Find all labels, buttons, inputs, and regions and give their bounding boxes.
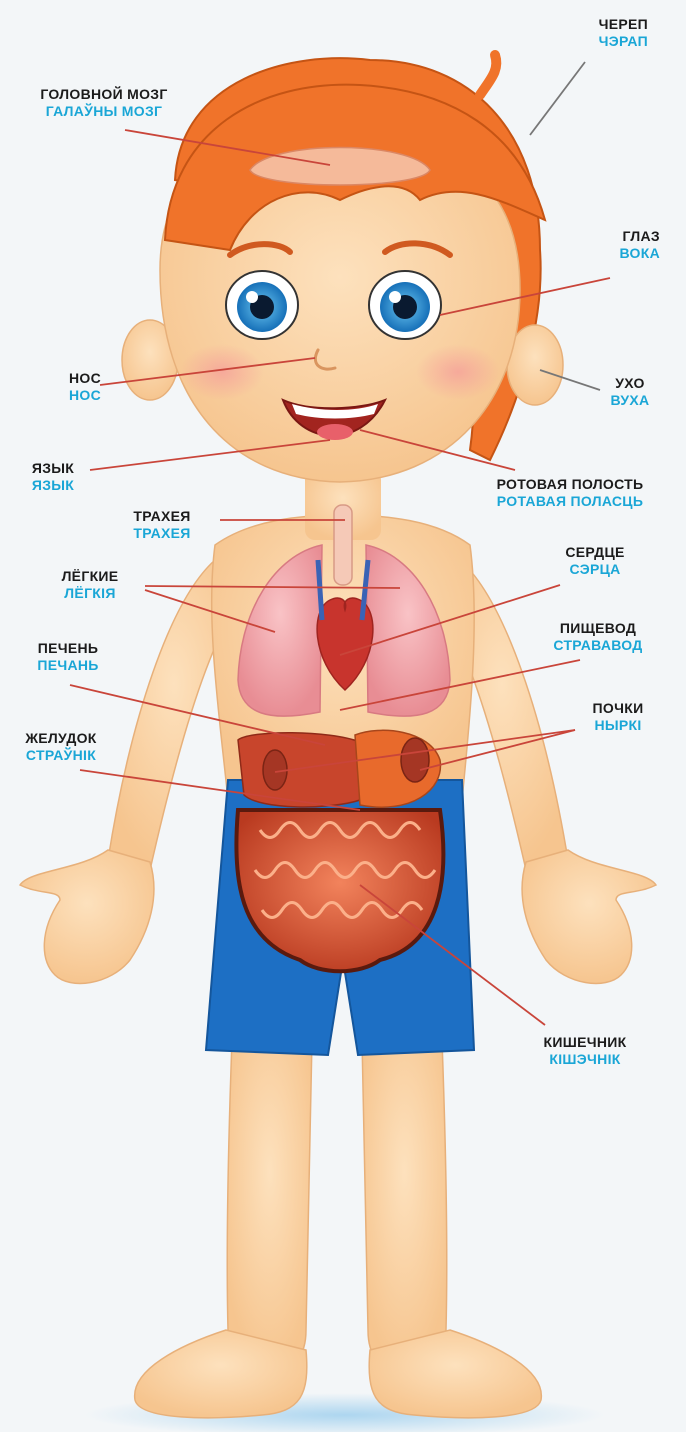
label-ear: УХО ВУХА [595, 375, 665, 409]
label-stomach: ЖЕЛУДОК СТРАЎНІК [6, 730, 116, 764]
label-nose: НОС НОС [55, 370, 115, 404]
label-esophagus: ПИЩЕВОД СТРАВАВОД [528, 620, 668, 654]
label-skull: ЧЕРЕП ЧЭРАП [548, 16, 648, 50]
label-nose-ru: НОС [55, 370, 115, 387]
label-kidneys-ru: ПОЧКИ [568, 700, 668, 717]
label-lungs: ЛЁГКИЕ ЛЁГКІЯ [40, 568, 140, 602]
label-trachea-ru: ТРАХЕЯ [112, 508, 212, 525]
label-liver: ПЕЧЕНЬ ПЕЧАНЬ [18, 640, 118, 674]
label-mouth-ru: РОТОВАЯ ПОЛОСТЬ [470, 476, 670, 493]
trachea-shape [334, 505, 352, 585]
label-eye: ГЛАЗ ВОКА [560, 228, 660, 262]
label-esophagus-by: СТРАВАВОД [528, 637, 668, 654]
label-mouth: РОТОВАЯ ПОЛОСТЬ РОТАВАЯ ПОЛАСЦЬ [470, 476, 670, 510]
label-skull-ru: ЧЕРЕП [548, 16, 648, 33]
label-trachea-by: ТРАХЕЯ [112, 525, 212, 542]
label-intestine-ru: КИШЕЧНИК [520, 1034, 650, 1051]
label-brain-by: ГАЛАЎНЫ МОЗГ [14, 103, 194, 120]
digestive-upper [238, 730, 440, 807]
label-eye-by: ВОКА [560, 245, 660, 262]
label-tongue: ЯЗЫК ЯЗЫК [18, 460, 88, 494]
label-skull-by: ЧЭРАП [548, 33, 648, 50]
legs [135, 1040, 542, 1418]
label-stomach-by: СТРАЎНІК [6, 747, 116, 764]
label-intestine: КИШЕЧНИК КІШЭЧНІК [520, 1034, 650, 1068]
label-lungs-ru: ЛЁГКИЕ [40, 568, 140, 585]
label-heart-ru: СЕРДЦЕ [545, 544, 645, 561]
label-eye-ru: ГЛАЗ [560, 228, 660, 245]
label-tongue-by: ЯЗЫК [18, 477, 88, 494]
label-kidneys: ПОЧКИ НЫРКІ [568, 700, 668, 734]
label-liver-by: ПЕЧАНЬ [18, 657, 118, 674]
label-lungs-by: ЛЁГКІЯ [40, 585, 140, 602]
label-tongue-ru: ЯЗЫК [18, 460, 88, 477]
label-mouth-by: РОТАВАЯ ПОЛАСЦЬ [470, 493, 670, 510]
label-nose-by: НОС [55, 387, 115, 404]
label-heart-by: СЭРЦА [545, 561, 645, 578]
label-ear-ru: УХО [595, 375, 665, 392]
label-kidneys-by: НЫРКІ [568, 717, 668, 734]
label-ear-by: ВУХА [595, 392, 665, 409]
label-heart: СЕРДЦЕ СЭРЦА [545, 544, 645, 578]
label-esophagus-ru: ПИЩЕВОД [528, 620, 668, 637]
label-intestine-by: КІШЭЧНІК [520, 1051, 650, 1068]
label-liver-ru: ПЕЧЕНЬ [18, 640, 118, 657]
label-trachea: ТРАХЕЯ ТРАХЕЯ [112, 508, 212, 542]
label-brain-ru: ГОЛОВНОЙ МОЗГ [14, 86, 194, 103]
label-stomach-ru: ЖЕЛУДОК [6, 730, 116, 747]
label-brain: ГОЛОВНОЙ МОЗГ ГАЛАЎНЫ МОЗГ [14, 86, 194, 120]
